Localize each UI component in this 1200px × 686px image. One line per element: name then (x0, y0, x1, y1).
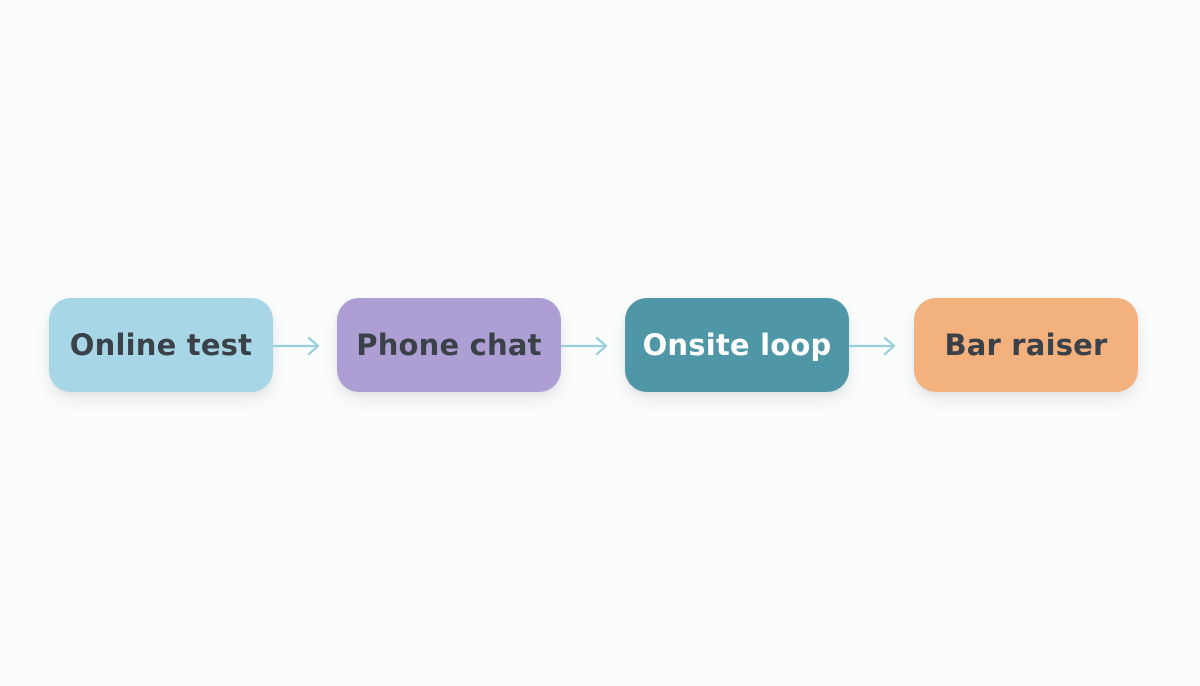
step-label: Online test (69, 328, 253, 362)
arrow-right-icon (272, 334, 322, 358)
step-bar-raiser: Bar raiser (914, 298, 1138, 392)
step-phone-chat: Phone chat (337, 298, 561, 392)
step-label: Phone chat (356, 328, 542, 362)
step-online-test: Online test (49, 298, 273, 392)
step-label: Onsite loop (642, 328, 832, 362)
arrow-right-icon (560, 334, 610, 358)
step-onsite-loop: Onsite loop (625, 298, 849, 392)
step-label: Bar raiser (944, 328, 1108, 362)
arrow-right-icon (848, 334, 898, 358)
